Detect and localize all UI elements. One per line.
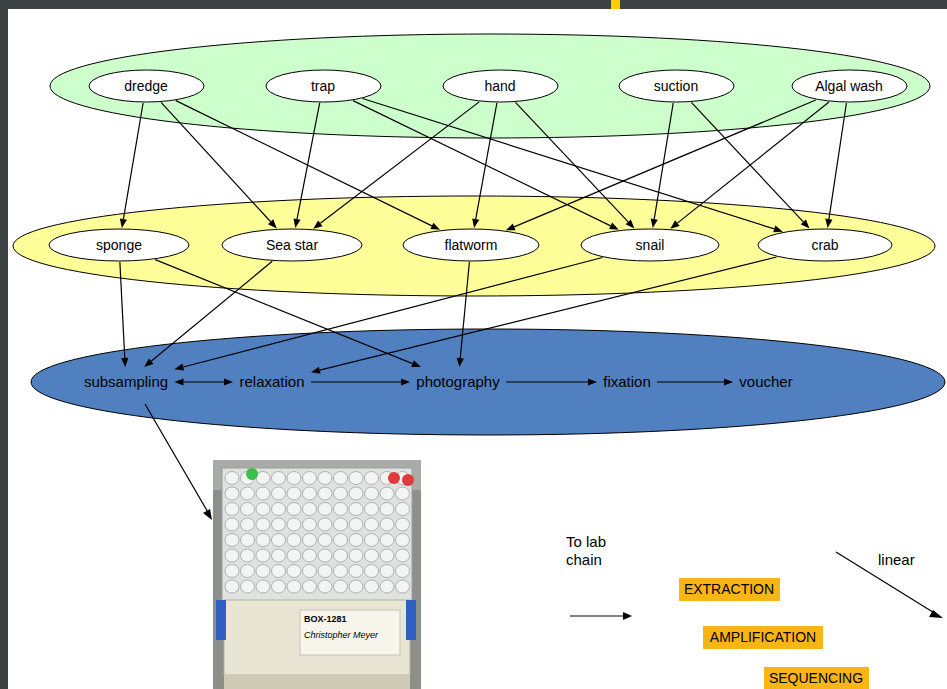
lab-step-box: EXTRACTION — [679, 578, 780, 601]
connector-arrow — [651, 103, 674, 228]
connector-arrow — [311, 378, 410, 385]
taxon-ellipse: crab — [757, 228, 893, 262]
node-label: SEQUENCING — [769, 670, 863, 686]
connector-arrow — [353, 101, 619, 230]
connector-arrow — [176, 101, 440, 230]
taxon-ellipse: Sea star — [221, 228, 363, 262]
node-label: photography — [416, 373, 499, 390]
taxon-band — [13, 196, 935, 296]
note-label: To lab chain — [566, 533, 626, 569]
node-label: AMPLIFICATION — [710, 629, 816, 645]
taxon-ellipse: sponge — [48, 228, 190, 262]
taxon-ellipse: flatworm — [402, 228, 540, 262]
lab-step-box: AMPLIFICATION — [703, 626, 823, 649]
method-ellipse: Algal wash — [791, 69, 908, 103]
photo-label: Christopher Meyer — [304, 630, 378, 641]
node-label: sponge — [96, 237, 142, 253]
connector-arrow — [144, 261, 272, 367]
method-ellipse: suction — [618, 69, 735, 103]
tube-box-photo — [213, 460, 421, 689]
frame-bar — [0, 0, 8, 689]
frame-bar — [0, 0, 947, 9]
connector-arrow — [506, 378, 597, 385]
node-label: fixation — [603, 373, 651, 390]
connector-arrow — [825, 103, 846, 228]
connector-arrow — [472, 103, 497, 228]
lab-step-box: SEQUENCING — [764, 667, 869, 689]
frame-marker — [611, 0, 620, 9]
method-ellipse: dredge — [88, 69, 205, 103]
process-step: relaxation — [237, 371, 307, 393]
connector-arrow — [120, 262, 129, 367]
node-label: voucher — [739, 373, 792, 390]
note-label: linear — [878, 551, 915, 569]
method-ellipse: hand — [442, 69, 559, 103]
connector-arrow — [313, 102, 479, 229]
connector-arrow — [670, 102, 829, 229]
connector-arrow — [175, 378, 234, 385]
connector-arrow — [155, 260, 421, 367]
photo-label: BOX-1281 — [304, 614, 347, 625]
connector-arrow — [120, 103, 143, 228]
connector-arrow — [515, 102, 634, 228]
node-label: Algal wash — [815, 78, 883, 94]
process-band — [31, 329, 945, 435]
connector-arrow — [657, 378, 733, 385]
node-label: suction — [654, 78, 698, 94]
process-step: subsampling — [82, 371, 171, 393]
node-label: Sea star — [266, 237, 318, 253]
node-label: EXTRACTION — [684, 581, 774, 597]
method-band — [50, 34, 930, 138]
process-step: photography — [414, 371, 502, 393]
node-label: flatworm — [445, 237, 498, 253]
node-label: snail — [636, 237, 665, 253]
taxon-ellipse: snail — [580, 228, 720, 262]
connector-arrow — [311, 257, 777, 374]
connector-arrow — [363, 99, 783, 233]
node-label: subsampling — [84, 373, 168, 390]
process-step: fixation — [601, 371, 653, 393]
connector-arrow — [293, 103, 319, 228]
node-label: crab — [811, 237, 838, 253]
layout-arrows — [145, 404, 943, 620]
connector-arrow — [506, 100, 816, 230]
node-label: dredge — [124, 78, 168, 94]
connector-arrow — [457, 262, 470, 367]
process-step: voucher — [737, 371, 795, 393]
node-label: trap — [311, 78, 335, 94]
node-label: hand — [484, 78, 515, 94]
method-ellipse: trap — [265, 69, 382, 103]
node-label: relaxation — [239, 373, 304, 390]
